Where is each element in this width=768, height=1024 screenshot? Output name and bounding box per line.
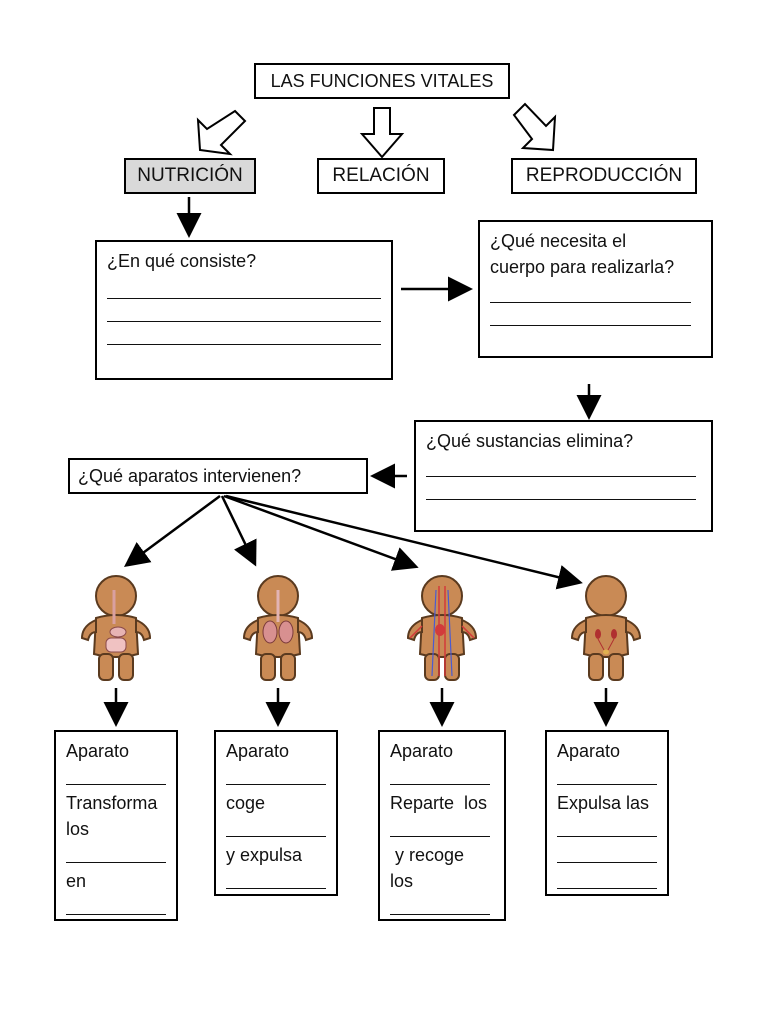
card-text: Aparato (390, 741, 454, 761)
answer-line[interactable] (107, 276, 381, 299)
question-necesita-line2: cuerpo para realizarla? (490, 257, 675, 277)
card-text: Aparato (557, 741, 621, 761)
question-necesita-box: ¿Qué necesita el cuerpo para realizarla? (478, 220, 713, 358)
answer-line[interactable] (226, 764, 326, 785)
card-text: Aparato (226, 741, 290, 761)
circulatory-system-figure (406, 575, 478, 681)
arrow-to-figure-2 (220, 495, 257, 567)
answer-line[interactable] (557, 816, 657, 837)
digestive-system-figure (80, 575, 152, 681)
arrow-to-figure-3 (223, 494, 419, 571)
card-text: y expulsa (226, 845, 303, 865)
category-nutricion: NUTRICIÓN (124, 158, 256, 194)
question-consiste-box: ¿En qué consiste? (95, 240, 393, 380)
question-elimina: ¿Qué sustancias elimina? (426, 431, 634, 451)
answer-line[interactable] (426, 477, 696, 500)
card-text: Aparato (66, 741, 130, 761)
diagram-title: LAS FUNCIONES VITALES (254, 63, 510, 99)
question-aparatos-box: ¿Qué aparatos intervienen? (68, 458, 368, 494)
arrow-to-figure-1 (123, 494, 221, 567)
answer-line[interactable] (490, 280, 691, 303)
answer-line[interactable] (390, 894, 490, 915)
answer-line[interactable] (390, 816, 490, 837)
answer-line[interactable] (66, 894, 166, 915)
card-text: Transforma (66, 793, 158, 813)
question-necesita-line1: ¿Qué necesita el (490, 231, 627, 251)
question-consiste: ¿En qué consiste? (107, 251, 257, 271)
excretory-system-figure (570, 575, 642, 681)
category-relacion: RELACIÓN (317, 158, 445, 194)
answer-line[interactable] (107, 299, 381, 322)
answer-line[interactable] (490, 303, 691, 326)
card-text: los (66, 819, 90, 839)
card-text: Expulsa las (557, 793, 650, 813)
question-aparatos: ¿Qué aparatos intervienen? (78, 466, 302, 486)
card-text: coge (226, 793, 266, 813)
answer-line[interactable] (107, 322, 381, 345)
hollow-arrow-left (196, 109, 247, 156)
answer-line[interactable] (557, 842, 657, 863)
card-text: y recoge (390, 845, 465, 865)
answer-line[interactable] (390, 764, 490, 785)
hollow-arrow-right (512, 102, 557, 152)
answer-line[interactable] (557, 764, 657, 785)
question-elimina-box: ¿Qué sustancias elimina? (414, 420, 713, 532)
answer-line[interactable] (557, 868, 657, 889)
answer-line[interactable] (66, 842, 166, 863)
answer-line[interactable] (426, 454, 696, 477)
card-text: en (66, 871, 87, 891)
respiratory-system-figure (242, 575, 314, 681)
card-text: Reparte los (390, 793, 488, 813)
hollow-arrow-down (359, 107, 405, 159)
card-text: los (390, 871, 414, 891)
answer-line[interactable] (226, 868, 326, 889)
category-reproduccion: REPRODUCCIÓN (511, 158, 697, 194)
system-card-respiratory: Aparato coge y expulsa (214, 730, 338, 896)
answer-line[interactable] (66, 764, 166, 785)
answer-line[interactable] (226, 816, 326, 837)
